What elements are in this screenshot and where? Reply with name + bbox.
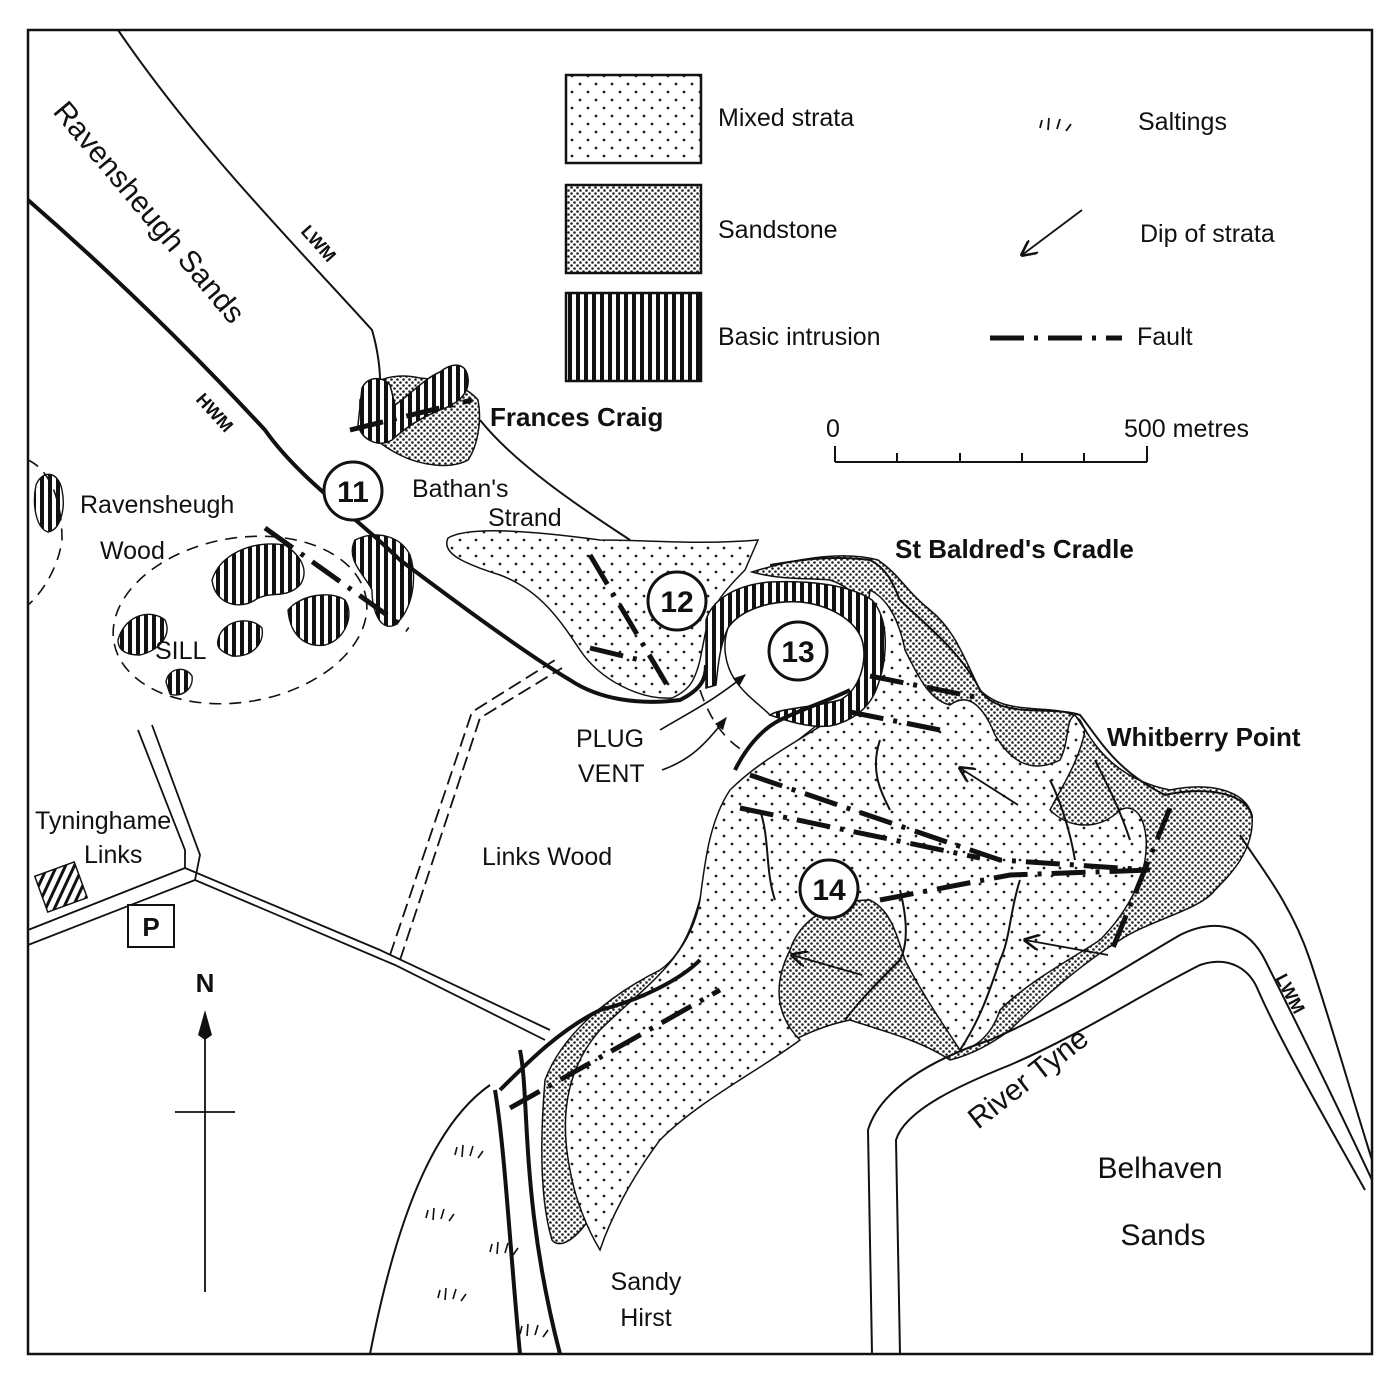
- legend-swatch-mixed-strata: [564, 73, 703, 165]
- scale-zero-label: 0: [826, 415, 840, 443]
- ravensheugh-wood-line1: Ravensheugh: [80, 491, 234, 519]
- tyninghame-building: [33, 861, 89, 913]
- sandy-hirst-line1: Sandy: [611, 1268, 682, 1296]
- plug-label: PLUG: [576, 725, 644, 753]
- sill-lobe-7: [33, 473, 64, 533]
- legend-dip-arrow-icon: [1022, 209, 1083, 255]
- frances-craig-label: Frances Craig: [490, 402, 663, 432]
- mixed-strata-east: [564, 588, 1147, 1252]
- sill-lobe-3: [287, 594, 350, 647]
- belhaven-sands-line1: Belhaven: [1097, 1152, 1222, 1185]
- scale-bar: 0 500 metres: [826, 415, 1249, 463]
- bathans-strand-line2: Strand: [488, 504, 562, 532]
- legend-sandstone: Sandstone: [718, 216, 838, 244]
- locality-markers: 11 12 13 14: [322, 460, 860, 920]
- faults: [263, 397, 1173, 1111]
- ravensheugh-sands-label: Ravensheugh Sands: [47, 95, 251, 330]
- map-legend: Mixed strata Sandstone Basic intrusion S…: [564, 73, 1275, 463]
- legend-dip-of-strata: Dip of strata: [1140, 220, 1275, 248]
- north-arrow: N: [175, 968, 235, 1292]
- legend-mixed-strata: Mixed strata: [718, 104, 854, 132]
- vent-label: VENT: [578, 760, 645, 788]
- legend-saltings: Saltings: [1138, 108, 1227, 136]
- legend-basic-intrusion: Basic intrusion: [718, 323, 881, 351]
- links-wood-label: Links Wood: [482, 843, 612, 871]
- tyninghame-line2: Links: [84, 841, 142, 869]
- hwm-label: HWM: [192, 389, 237, 436]
- tyninghame-line1: Tyninghame: [35, 807, 171, 835]
- locality-14: 14: [812, 874, 846, 907]
- sill-label: SILL: [155, 637, 207, 665]
- place-labels: Ravensheugh Sands LWM HWM Frances Craig …: [35, 95, 1309, 1332]
- legend-saltings-icon: [1039, 117, 1072, 132]
- legend-swatch-basic-intrusion: [564, 291, 703, 383]
- legend-swatch-sandstone: [564, 183, 703, 275]
- coastlines: [26, 29, 1373, 1355]
- dip-arrows: [659, 674, 1109, 976]
- parking-label: P: [142, 912, 159, 942]
- sill-lobe-5: [216, 620, 264, 657]
- legend-fault: Fault: [1137, 323, 1193, 351]
- sill-lobe-6: [165, 668, 193, 696]
- locality-11: 11: [337, 476, 369, 509]
- whitberry-point-label: Whitberry Point: [1107, 722, 1301, 752]
- saltings-marks: [425, 1144, 549, 1338]
- sill-lobe-4: [117, 613, 168, 656]
- ravensheugh-wood-line2: Wood: [100, 537, 165, 565]
- belhaven-sands-line2: Sands: [1120, 1219, 1205, 1252]
- roads: [27, 659, 563, 1041]
- bathans-strand-line1: Bathan's: [412, 475, 509, 503]
- locality-13: 13: [781, 636, 814, 669]
- basic-intrusion-frances-craig: [357, 364, 469, 444]
- scale-max-label: 500 metres: [1124, 415, 1249, 443]
- lwm-north-label: LWM: [297, 221, 340, 266]
- map-frame: [26, 28, 1374, 1356]
- north-label: N: [196, 968, 215, 998]
- sill-lobe-1: [211, 543, 305, 606]
- parking-sign: P: [127, 904, 175, 948]
- lwm-south-label: LWM: [1271, 970, 1308, 1016]
- sandy-hirst-line2: Hirst: [620, 1304, 671, 1332]
- st-baldreds-cradle-label: St Baldred's Cradle: [895, 534, 1134, 564]
- locality-12: 12: [660, 586, 693, 619]
